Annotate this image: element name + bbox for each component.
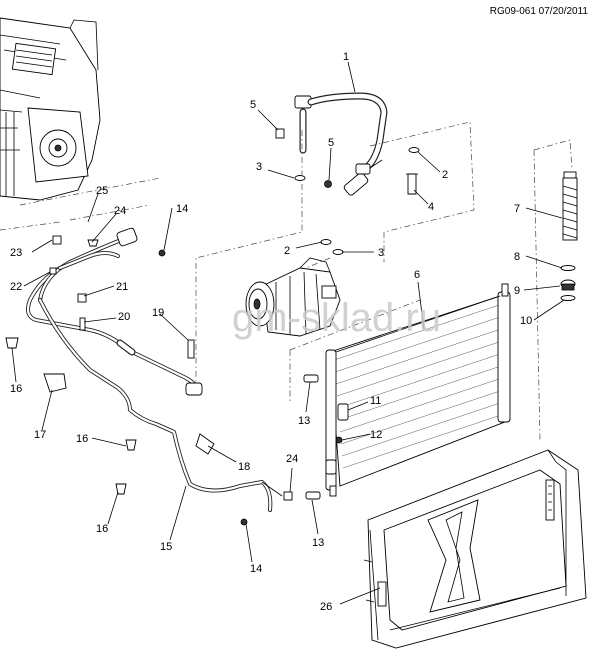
callout-14: 14 (176, 203, 188, 215)
callout-10: 10 (520, 315, 532, 327)
callout-24: 24 (286, 453, 298, 465)
callout-5: 5 (328, 137, 334, 149)
receiver-dryer (533, 139, 578, 441)
callout-15: 15 (160, 541, 172, 553)
callout-16: 16 (10, 383, 22, 395)
diagram-reference-code: RG09-061 07/20/2011 (489, 6, 588, 17)
callout-24: 24 (114, 205, 126, 217)
callout-6: 6 (414, 269, 420, 281)
callout-4: 4 (428, 201, 434, 213)
callout-2: 2 (284, 245, 290, 257)
radiator-support (363, 449, 587, 649)
callout-18: 18 (238, 461, 250, 473)
condenser-fittings (283, 374, 349, 501)
callout-3: 3 (256, 161, 262, 173)
callout-16: 16 (76, 433, 88, 445)
ac-compressor (245, 257, 341, 337)
callout-3: 3 (378, 247, 384, 259)
callout-17: 17 (34, 429, 46, 441)
callout-labels: 1 2 2 3 3 4 5 5 6 7 8 9 10 11 12 13 13 1… (10, 51, 532, 613)
callout-25: 25 (96, 185, 108, 197)
callout-20: 20 (118, 311, 130, 323)
callout-19: 19 (152, 307, 164, 319)
callout-7: 7 (514, 203, 520, 215)
callout-14: 14 (250, 563, 262, 575)
watermark: gm-sklad.ru (232, 296, 441, 340)
condenser (325, 283, 511, 497)
callout-26: 26 (320, 601, 332, 613)
callout-22: 22 (10, 281, 22, 293)
callout-9: 9 (514, 285, 520, 297)
callout-13: 13 (312, 537, 324, 549)
callout-2: 2 (442, 169, 448, 181)
liquid-line-assembly (26, 227, 283, 512)
ac-hose-1 (294, 92, 388, 196)
callout-1: 1 (343, 51, 349, 63)
left-side-components (5, 235, 248, 526)
callout-8: 8 (514, 251, 520, 263)
callout-21: 21 (116, 281, 128, 293)
callout-12: 12 (370, 429, 382, 441)
callout-5: 5 (250, 99, 256, 111)
callout-13: 13 (298, 415, 310, 427)
callout-23: 23 (10, 247, 22, 259)
callout-11: 11 (370, 395, 381, 407)
hvac-module (0, 17, 101, 201)
callout-16: 16 (96, 523, 108, 535)
callout-leader-lines (11, 61, 565, 605)
